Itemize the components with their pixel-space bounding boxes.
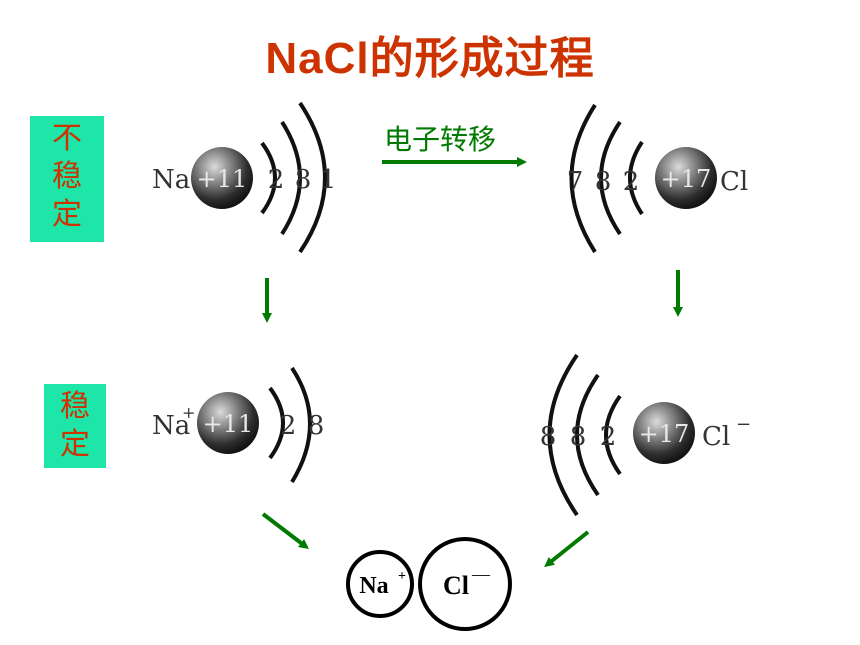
product-cl-charge: — bbox=[471, 564, 491, 584]
na-atom-shell-1 bbox=[260, 141, 277, 215]
cl-to-product-arrow bbox=[544, 530, 590, 568]
stable-char-2: 定 bbox=[60, 427, 90, 462]
cl-ion-shell-count-2: 8 bbox=[570, 422, 587, 452]
na-ion: Na + +11 2 8 bbox=[152, 366, 325, 484]
cl-ion-shell-3 bbox=[604, 394, 622, 476]
unstable-char-2: 稳 bbox=[52, 159, 82, 194]
na-ion-symbol: Na bbox=[152, 411, 190, 441]
na-to-product-arrow bbox=[261, 512, 309, 550]
cl-ion-nucleus bbox=[633, 402, 695, 464]
cl-ion-shell-2 bbox=[575, 373, 600, 497]
na-atom-shell-3 bbox=[298, 101, 327, 254]
na-ion-nucleus-charge: +11 bbox=[203, 410, 254, 438]
na-atom-shell-2 bbox=[280, 120, 302, 236]
cl-atom-shell-2 bbox=[599, 120, 622, 236]
cl-ion-symbol: Cl bbox=[702, 422, 730, 452]
na-ion-shell-2 bbox=[290, 366, 312, 484]
cl-ion-charge: − bbox=[736, 414, 751, 435]
na-ion-shell-count-1: 2 bbox=[280, 411, 297, 441]
page-title: NaCl的形成过程 bbox=[265, 34, 595, 83]
cl-ion-shell-count-3: 2 bbox=[600, 422, 617, 452]
stable-badge: 稳 定 bbox=[44, 384, 106, 468]
na-atom-symbol: Na bbox=[152, 165, 190, 195]
cl-atom-nucleus-charge: +17 bbox=[661, 165, 712, 193]
cl-atom-shell-count-3: 2 bbox=[623, 167, 640, 197]
cl-atom-shell-count-1: 7 bbox=[567, 167, 584, 197]
cl-ion: 8 8 2 +17 Cl − bbox=[540, 353, 751, 517]
na-atom-shell-count-1: 2 bbox=[268, 165, 285, 195]
nacl-product: Na + Cl — bbox=[346, 537, 512, 631]
cl-atom-shell-count-2: 8 bbox=[595, 167, 612, 197]
stable-char-1: 稳 bbox=[60, 389, 90, 424]
product-na-charge: + bbox=[398, 569, 406, 584]
na-atom-nucleus bbox=[191, 147, 253, 209]
cl-ion-nucleus-charge: +17 bbox=[639, 420, 690, 448]
cl-atom-shell-1 bbox=[569, 103, 597, 254]
cl-ion-circle bbox=[418, 537, 512, 631]
na-atom-shell-count-2: 8 bbox=[295, 165, 312, 195]
cl-atom-shell-3 bbox=[628, 140, 644, 216]
product-na-symbol: Na bbox=[359, 573, 388, 599]
na-atom: Na +11 2 8 1 bbox=[152, 101, 337, 254]
product-cl-symbol: Cl bbox=[443, 571, 469, 600]
unstable-char-3: 定 bbox=[52, 197, 82, 232]
cl-atom-nucleus bbox=[655, 147, 717, 209]
cl-atom-symbol: Cl bbox=[720, 167, 748, 197]
na-ion-nucleus bbox=[197, 392, 259, 454]
na-atom-nucleus-charge: +11 bbox=[197, 165, 248, 193]
cl-atom: 7 8 2 +17 Cl bbox=[567, 103, 748, 254]
na-ion-circle bbox=[346, 550, 414, 618]
cl-ion-shell-count-1: 8 bbox=[540, 422, 557, 452]
na-ion-shell-1 bbox=[268, 386, 285, 460]
unstable-char-1: 不 bbox=[52, 121, 82, 156]
unstable-badge: 不 稳 定 bbox=[30, 116, 104, 242]
electron-transfer-label: 电子转移 bbox=[384, 123, 497, 156]
cl-ion-shell-1 bbox=[547, 353, 579, 517]
na-ion-charge: + bbox=[182, 403, 195, 422]
na-ion-shell-count-2: 8 bbox=[308, 411, 325, 441]
na-atom-shell-count-3: 1 bbox=[320, 165, 337, 195]
